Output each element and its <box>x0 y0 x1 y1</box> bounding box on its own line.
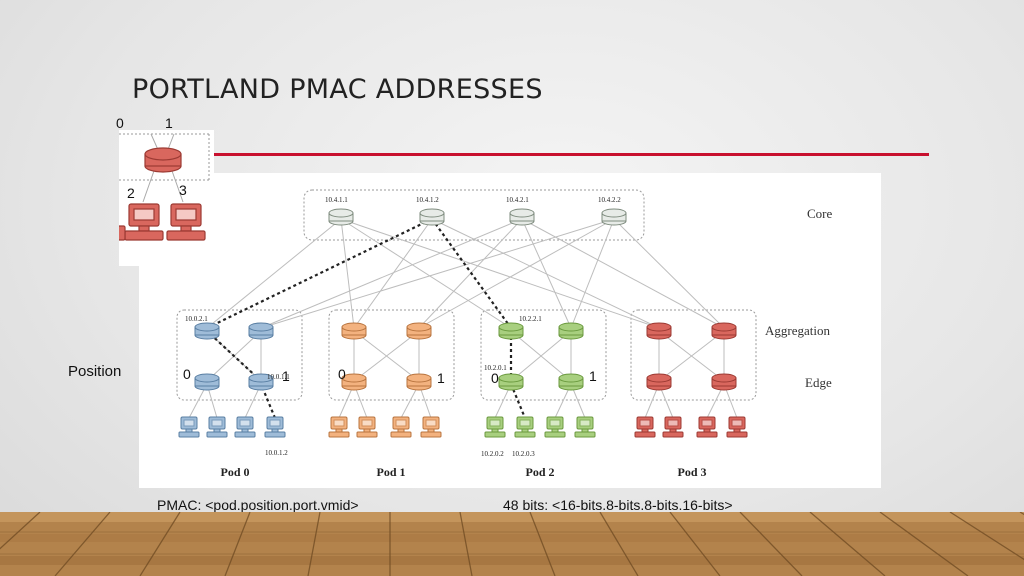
pod2-devices <box>484 322 596 438</box>
pod-label: Pod 1 <box>376 465 405 479</box>
host-computer <box>484 416 506 438</box>
core-address: 10.4.1.1 <box>325 196 348 204</box>
host-computer <box>662 416 684 438</box>
host-computer <box>328 416 350 438</box>
bits-format-text: 48 bits: <16-bits.8-bits.8-bits.16-bits> <box>503 497 733 513</box>
edge-switch <box>498 373 524 391</box>
pod2-edge-address: 10.2.0.1 <box>484 364 507 372</box>
host-computer <box>234 416 256 438</box>
wood-floor-decoration <box>0 512 1024 576</box>
aggregation-switch <box>498 322 524 340</box>
pod2-host-address: 10.2.0.3 <box>512 450 535 458</box>
layer-label-aggregation: Aggregation <box>765 323 830 338</box>
position-number: 0 <box>183 366 191 382</box>
pod1-box <box>328 309 455 401</box>
host-computer <box>356 416 378 438</box>
pod2-host-address: 10.2.0.2 <box>481 450 504 458</box>
inset-top-label: 0 <box>116 115 124 131</box>
aggregation-switch <box>558 322 584 340</box>
pod2-agg-address: 10.2.2.1 <box>519 315 542 323</box>
core-switch <box>601 208 627 226</box>
core-aggregation-links <box>206 218 725 329</box>
aggregation-switch <box>194 322 220 340</box>
slide-title: PORTLAND PMAC ADDRESSES <box>132 74 543 105</box>
host-computer <box>514 416 536 438</box>
edge-switch <box>194 373 220 391</box>
edge-switch <box>646 373 672 391</box>
host-computer <box>696 416 718 438</box>
host-computer <box>264 416 286 438</box>
host-computer <box>206 416 228 438</box>
core-switch <box>419 208 445 226</box>
aggregation-switch <box>341 322 367 340</box>
inset-host-computer <box>166 203 206 241</box>
portland-topology-diagram: 10.4.1.1 10.4.1.2 10.4.2.1 10.4.2.2 10.0… <box>139 173 881 488</box>
wood-floor-svg <box>0 512 1024 576</box>
host-computer <box>544 416 566 438</box>
host-computer <box>390 416 412 438</box>
aggregation-switch <box>406 322 432 340</box>
position-number: 1 <box>589 368 597 384</box>
pod0-edge-address: 10.0.1.1 <box>267 373 290 381</box>
pod3-box <box>630 309 757 401</box>
inset-top-label: 1 <box>165 115 173 131</box>
edge-switch <box>558 373 584 391</box>
host-computer <box>178 416 200 438</box>
inset-host-computer-partial <box>112 225 126 241</box>
aggregation-switch <box>248 322 274 340</box>
pmac-format-text: PMAC: <pod.position.port.vmid> <box>157 497 359 513</box>
pod0-host-address: 10.0.1.2 <box>265 449 288 457</box>
host-computer <box>420 416 442 438</box>
pod-label: Pod 3 <box>677 465 706 479</box>
inset-edge-switch <box>144 147 182 173</box>
core-group-box <box>303 189 645 241</box>
title-underline <box>205 153 929 156</box>
pod0-agg-address: 10.0.2.1 <box>185 315 208 323</box>
pod0-box <box>176 309 303 401</box>
position-number: 0 <box>338 366 346 382</box>
pod3-devices <box>634 322 748 438</box>
layer-label-core: Core <box>807 206 833 221</box>
core-address: 10.4.2.1 <box>506 196 529 204</box>
edge-switch <box>406 373 432 391</box>
core-switches <box>328 208 627 226</box>
position-label: Position <box>68 363 122 380</box>
edge-switch <box>711 373 737 391</box>
layer-label-edge: Edge <box>805 375 832 390</box>
inset-host-computer <box>124 203 164 241</box>
aggregation-switch <box>646 322 672 340</box>
topology-svg: 10.4.1.1 10.4.1.2 10.4.2.1 10.4.2.2 10.0… <box>176 189 833 479</box>
pod-label: Pod 2 <box>525 465 554 479</box>
inset-edge-zoom <box>112 130 214 266</box>
core-address: 10.4.2.2 <box>598 196 621 204</box>
position-number: 1 <box>437 370 445 386</box>
aggregation-switch <box>711 322 737 340</box>
host-computer <box>634 416 656 438</box>
core-address: 10.4.1.2 <box>416 196 439 204</box>
pod-label: Pod 0 <box>220 465 249 479</box>
host-computer <box>574 416 596 438</box>
core-switch <box>328 208 354 226</box>
inset-port-label: 3 <box>179 182 187 198</box>
host-computer <box>726 416 748 438</box>
position-number: 0 <box>491 370 499 386</box>
inset-port-label: 2 <box>127 185 135 201</box>
position-number: 1 <box>282 368 290 384</box>
pod2-box <box>480 309 607 401</box>
core-switch <box>509 208 535 226</box>
